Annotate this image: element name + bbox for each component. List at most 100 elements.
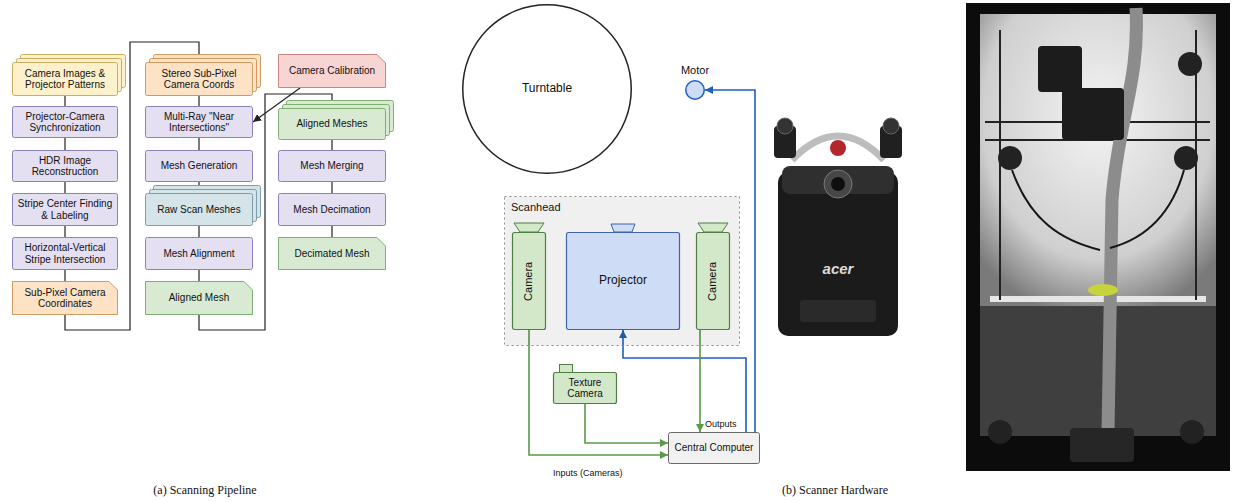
box-label: Decimated Mesh	[278, 237, 386, 270]
box-text: Sub-Pixel Camera Coordinates	[16, 287, 114, 310]
box-outline	[13, 151, 118, 182]
camera-photo	[988, 420, 1012, 444]
circle-outline	[463, 5, 632, 174]
box-text: Turntable	[522, 82, 572, 96]
box-label: Stripe Center Finding & Labeling	[12, 193, 118, 226]
box-outline	[13, 107, 118, 138]
camera-lens	[883, 118, 899, 134]
projector-lens	[831, 177, 845, 191]
box-text: Horizontal-Vertical Stripe Intersection	[16, 242, 114, 265]
cable	[1012, 170, 1184, 250]
box-label: Aligned Meshes	[278, 108, 386, 140]
cabinet-frame	[966, 3, 1230, 471]
process-box: Projector-Camera Synchronization	[12, 106, 118, 138]
circle-outline	[686, 81, 705, 100]
camera-lens	[777, 118, 793, 134]
process-box: Mesh Decimation	[278, 193, 386, 226]
box-label: Stereo Sub-Pixel Camera Coords	[145, 62, 253, 96]
box-outline	[279, 194, 386, 226]
data-stack: Stereo Sub-Pixel Camera Coords	[145, 62, 253, 96]
box-text: Texture Camera	[557, 377, 613, 400]
data-stack: Raw Scan Meshes	[145, 193, 253, 226]
group-outline	[505, 197, 740, 346]
connector	[198, 182, 199, 185]
connector	[64, 270, 65, 281]
connector	[198, 96, 199, 106]
box-text: Mesh Decimation	[293, 204, 370, 216]
camera-lens	[698, 223, 728, 232]
connector	[64, 182, 65, 193]
process-box: Multi-Ray "Near Intersections"	[145, 106, 253, 138]
camera-photo	[1178, 52, 1202, 76]
box-outline	[146, 151, 253, 182]
box-outline	[146, 238, 253, 270]
projector-lens	[824, 170, 852, 198]
box-outline	[554, 373, 617, 404]
box-label: Horizontal-Vertical Stripe Intersection	[12, 237, 118, 270]
connector	[198, 226, 199, 237]
cable-hose	[1108, 8, 1136, 432]
box-label: Aligned Mesh	[145, 281, 253, 315]
data-stack: Aligned Meshes	[278, 108, 386, 140]
cabinet-interior	[980, 14, 1216, 306]
computer-box: Central Computer	[668, 432, 760, 464]
box-label: Raw Scan Meshes	[145, 193, 253, 226]
box-outline	[13, 194, 118, 226]
box-outline	[567, 233, 680, 330]
box-text: Projector-Camera Synchronization	[16, 111, 114, 134]
box-label: Mesh Decimation	[278, 193, 386, 226]
projector-photo	[774, 118, 902, 336]
box-text: Scanhead	[511, 201, 561, 214]
box-outline	[697, 233, 730, 330]
process-box: Horizontal-Vertical Stripe Intersection	[12, 237, 118, 270]
brand-text: acer	[823, 260, 854, 277]
camera-photo	[1174, 146, 1198, 170]
connector	[585, 404, 668, 443]
process-box: Mesh Alignment	[145, 237, 253, 270]
scanhead-photo	[1038, 46, 1082, 92]
camera-box: Camera	[696, 232, 730, 330]
subfigure-caption: (b) Scanner Hardware	[782, 483, 888, 498]
camera-box: Camera	[512, 232, 546, 330]
box-outline	[279, 151, 386, 182]
connector	[331, 182, 332, 193]
box-outline	[13, 238, 118, 270]
box-text: Mesh Merging	[300, 160, 363, 172]
box-text: Camera	[707, 261, 720, 300]
box-label: Camera	[696, 232, 730, 330]
box-text: Mesh Alignment	[163, 248, 234, 260]
process-box: Mesh Merging	[278, 150, 386, 182]
cabinet-floor	[980, 306, 1216, 436]
box-outline	[146, 63, 253, 96]
process-box: HDR Image Reconstruction	[12, 150, 118, 182]
box-outline	[13, 63, 118, 96]
process-box: Mesh Generation	[145, 150, 253, 182]
camera-photo	[998, 146, 1022, 170]
connector	[331, 140, 332, 150]
scanhead-box: ScanheadCamera Projector Camera	[504, 196, 740, 346]
shoe-photo	[1088, 284, 1118, 296]
camera-bracket	[792, 136, 884, 160]
box-text: Central Computer	[675, 442, 754, 454]
connector	[529, 330, 668, 455]
box-label: Scanhead	[504, 196, 740, 346]
box-label: Sub-Pixel Camera Coordinates	[12, 281, 118, 315]
projector-box: Projector	[566, 232, 680, 330]
box-text: Aligned Meshes	[296, 118, 367, 130]
box-text: Multi-Ray "Near Intersections"	[149, 111, 249, 134]
box-label: Camera Calibration	[278, 54, 386, 88]
camera-lens	[560, 365, 573, 373]
connector	[64, 226, 65, 237]
projector-lens	[611, 224, 635, 232]
subfigure-caption: (a) Scanning Pipeline	[153, 483, 256, 498]
box-text: Camera Calibration	[289, 65, 375, 77]
box-text: Camera	[523, 261, 536, 300]
connector	[331, 226, 332, 237]
scanner-cabinet-photo	[966, 3, 1230, 471]
connectors	[65, 42, 755, 455]
box-outline	[146, 282, 253, 315]
data-document: Aligned Mesh	[145, 281, 253, 315]
box-text: Projector	[599, 274, 647, 288]
motor-circle: Motor	[685, 80, 705, 100]
